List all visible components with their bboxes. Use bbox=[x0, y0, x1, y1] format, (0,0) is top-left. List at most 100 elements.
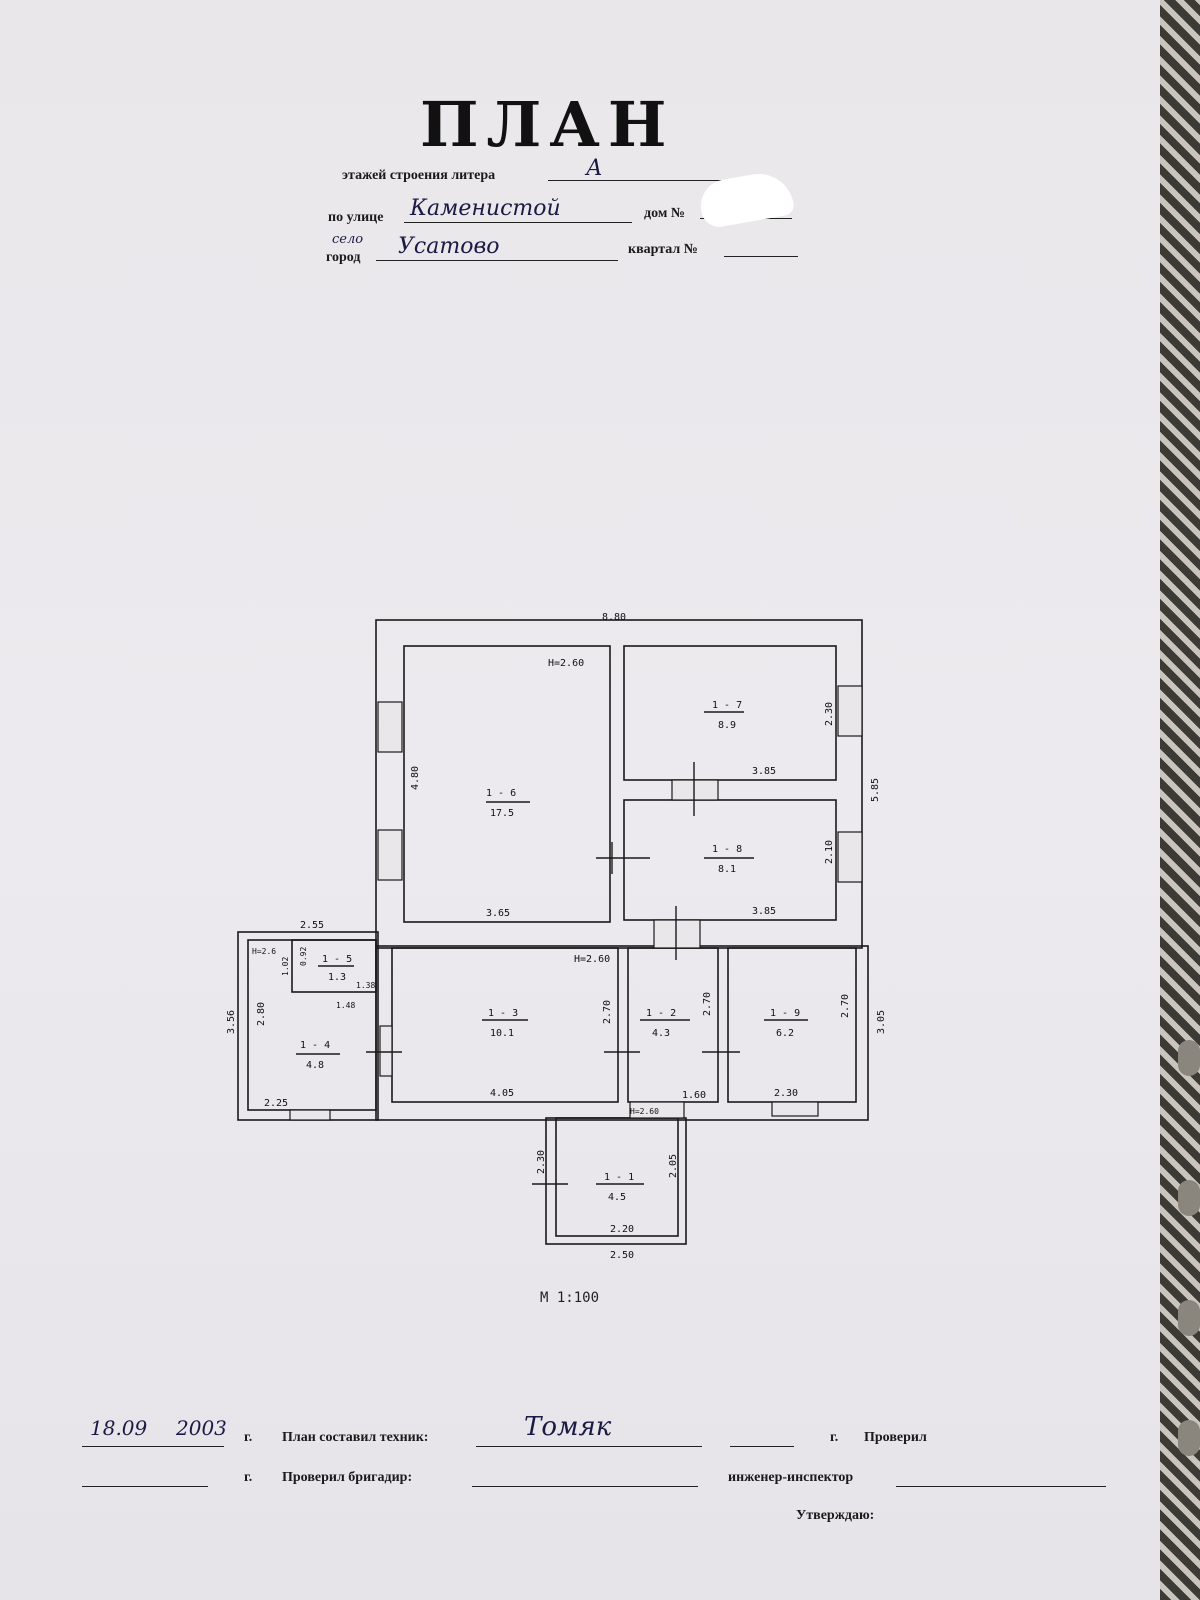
foreman-line bbox=[472, 1486, 698, 1487]
dim-r16-bottom: 3.65 bbox=[486, 908, 510, 919]
doorway bbox=[671, 779, 719, 801]
city-label: город bbox=[326, 250, 361, 265]
room-1-7-walls bbox=[623, 645, 837, 781]
room-area: 4.8 bbox=[306, 1060, 324, 1071]
room-1-8-walls bbox=[623, 799, 837, 921]
dim-right: 5.85 bbox=[870, 778, 881, 802]
window bbox=[289, 1109, 331, 1121]
year-suffix-2: г. bbox=[830, 1430, 839, 1445]
room-id: 1 - 4 bbox=[300, 1040, 330, 1051]
window bbox=[837, 685, 863, 737]
city-value: Усатово bbox=[398, 234, 500, 259]
room-area: 10.1 bbox=[490, 1028, 514, 1039]
room-id: 1 - 7 bbox=[712, 700, 742, 711]
dim-r13-right: 2.70 bbox=[602, 1000, 613, 1024]
house-label: дом № bbox=[644, 206, 685, 221]
date-line bbox=[82, 1446, 224, 1447]
dim-top: 8.80 bbox=[602, 612, 626, 623]
dim-r19-right: 2.70 bbox=[840, 994, 851, 1018]
binder-hole bbox=[1178, 1420, 1200, 1456]
year-value: 2003 bbox=[176, 1416, 227, 1440]
dim-r13-bottom: 4.05 bbox=[490, 1088, 514, 1099]
date-value: 18.09 bbox=[90, 1416, 148, 1440]
year-suffix: г. bbox=[244, 1430, 253, 1445]
dim-r11-ext: 2.50 bbox=[610, 1250, 634, 1261]
dim-ext-left: 3.56 bbox=[226, 1010, 237, 1034]
dim-r19-bottom: 2.30 bbox=[774, 1088, 798, 1099]
room-id: 1 - 1 bbox=[604, 1172, 634, 1183]
dim-r15-h: Н=2.6 bbox=[252, 947, 276, 956]
city-label-handwritten: село bbox=[332, 232, 364, 247]
dim-r11-h: Н=2.60 bbox=[630, 1107, 659, 1116]
room-1-4-walls bbox=[247, 939, 377, 1111]
room-1-1-walls bbox=[555, 1117, 679, 1237]
dim-r15-d: 1.48 bbox=[336, 1001, 355, 1010]
liter-value: А bbox=[586, 156, 603, 181]
document-title: ПЛАН bbox=[420, 88, 675, 161]
window bbox=[377, 829, 403, 881]
room-area: 6.2 bbox=[776, 1028, 794, 1039]
window bbox=[379, 1025, 393, 1077]
dim-r15-a: 1.02 bbox=[281, 957, 290, 976]
room-id: 1 - 5 bbox=[322, 954, 352, 965]
liter-line bbox=[548, 180, 768, 181]
street-label: по улице bbox=[328, 210, 384, 225]
composed-label: План составил техник: bbox=[282, 1430, 429, 1445]
room-id: 1 - 8 bbox=[712, 844, 742, 855]
plan-outer-wall-top bbox=[375, 619, 863, 949]
room-1-3-walls bbox=[391, 947, 619, 1103]
street-line bbox=[404, 222, 632, 223]
approve-label: Утверждаю: bbox=[796, 1508, 875, 1523]
dim-r12-bottom: 1.60 bbox=[682, 1090, 706, 1101]
doorway bbox=[653, 919, 701, 949]
room-1-5-walls bbox=[291, 939, 377, 993]
room-id: 1 - 6 bbox=[486, 788, 516, 799]
dim-r17-right: 2.30 bbox=[824, 702, 835, 726]
room-area: 8.9 bbox=[718, 720, 736, 731]
street-value: Каменистой bbox=[410, 196, 561, 221]
dim-r14-bottom: 2.25 bbox=[264, 1098, 288, 1109]
foreman-label: Проверил бригадир: bbox=[282, 1470, 413, 1485]
window bbox=[377, 701, 403, 753]
foreman-date-line bbox=[82, 1486, 208, 1487]
dim-ext-top: 2.55 bbox=[300, 920, 324, 931]
dim-r18-bottom: 3.85 bbox=[752, 906, 776, 917]
room-id: 1 - 3 bbox=[488, 1008, 518, 1019]
room-1-9-walls bbox=[727, 947, 857, 1103]
binder-hole bbox=[1178, 1180, 1200, 1216]
room-1-2-walls bbox=[627, 947, 719, 1103]
room-area: 1.3 bbox=[328, 972, 346, 983]
technician-signature: Томяк bbox=[524, 1412, 612, 1442]
inspector-line bbox=[896, 1486, 1106, 1487]
dim-r18-right: 2.10 bbox=[824, 840, 835, 864]
room-area: 4.5 bbox=[608, 1192, 626, 1203]
dim-r12-right: 2.70 bbox=[702, 992, 713, 1016]
scale-label: М 1:100 bbox=[540, 1290, 600, 1306]
dim-r17-bottom: 3.85 bbox=[752, 766, 776, 777]
technician-line bbox=[476, 1446, 702, 1447]
room-area: 17.5 bbox=[490, 808, 514, 819]
dim-r14-left: 2.80 bbox=[256, 1002, 267, 1026]
dim-r11-bottom: 2.20 bbox=[610, 1224, 634, 1235]
room-area: 8.1 bbox=[718, 864, 736, 875]
city-line bbox=[376, 260, 618, 261]
inspector-label: инженер-инспектор bbox=[728, 1470, 854, 1485]
dim-r16-h: Н=2.60 bbox=[548, 658, 584, 669]
dim-r16-left: 4.80 bbox=[410, 766, 421, 790]
room-id: 1 - 2 bbox=[646, 1008, 676, 1019]
window bbox=[837, 831, 863, 883]
room-id: 1 - 9 bbox=[770, 1008, 800, 1019]
dim-r15-b: 0.92 bbox=[299, 947, 308, 966]
binder-hole bbox=[1178, 1040, 1200, 1076]
dim-r13-h: Н=2.60 bbox=[574, 954, 610, 965]
dim-right2: 3.05 bbox=[876, 1010, 887, 1034]
dim-r11-left: 2.30 bbox=[536, 1150, 547, 1174]
dim-r11-right: 2.05 bbox=[668, 1154, 679, 1178]
document-sheet bbox=[0, 0, 1172, 1600]
binder-hole bbox=[1178, 1300, 1200, 1336]
room-1-6-walls bbox=[403, 645, 611, 923]
doorway bbox=[629, 1101, 685, 1119]
liter-label: этажей строения литера bbox=[342, 168, 496, 183]
block-label: квартал № bbox=[628, 242, 698, 257]
